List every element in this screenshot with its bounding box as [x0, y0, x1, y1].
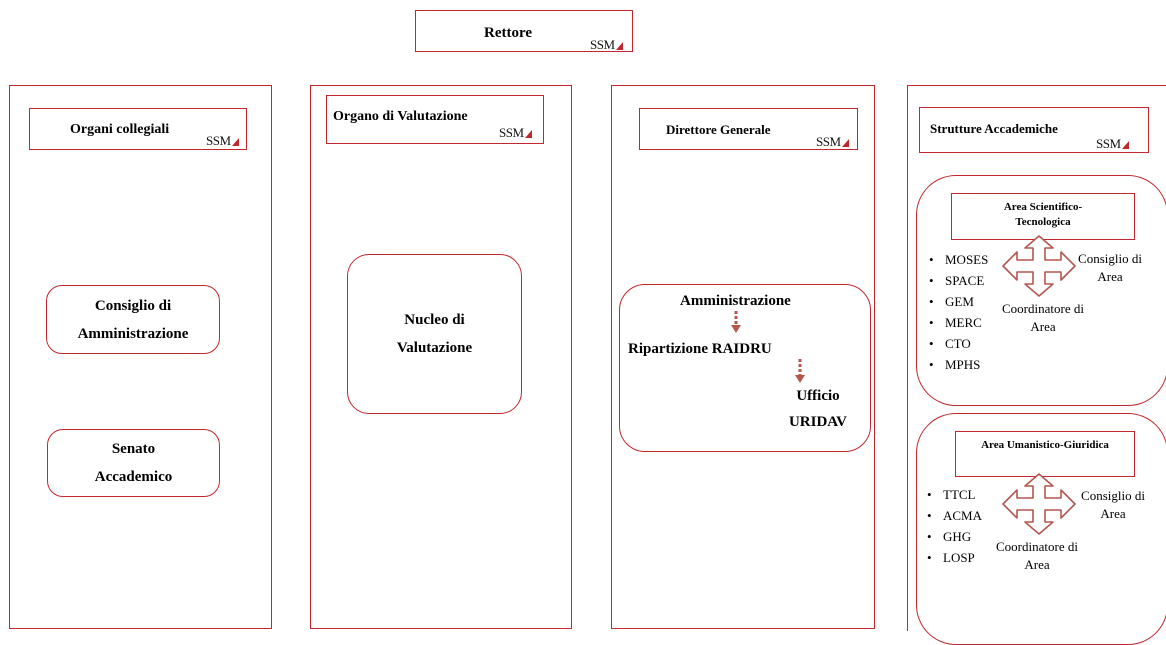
list-item: MPHS [925, 354, 988, 375]
logo-text: SSM [499, 125, 524, 140]
list-item: MOSES [925, 249, 988, 270]
dashed-arrow-down-icon [795, 359, 805, 383]
council-label: Consiglio di Area [1078, 251, 1142, 284]
column-header-title: Organo di Valutazione [333, 109, 468, 124]
consiglio-amministrazione-label: Consiglio di Amministrazione [77, 297, 189, 342]
department-list: MOSES SPACE GEM MERC CTO MPHS [925, 249, 988, 375]
column-header-box: Organi collegiali SSM [29, 108, 247, 150]
column-organi-collegiali: Organi collegiali SSM Consiglio di Ammin… [9, 85, 272, 629]
column-header-box: Direttore Generale SSM [639, 108, 858, 150]
coordinator-label: Coordinatore di Area [996, 539, 1078, 572]
column-strutture-accademiche: Strutture Accademiche SSM Area Scientifi… [907, 85, 1166, 645]
ssm-logo-icon: SSM [816, 134, 849, 150]
column-header-title: Organi collegiali [70, 122, 170, 137]
ssm-logo-icon: SSM [499, 125, 532, 141]
nucleo-valutazione-box: Nucleo di Valutazione [347, 254, 522, 414]
area-title: Area Umanistico-Giuridica [981, 439, 1109, 451]
area-title: Area Scientifico-Tecnologica [1003, 201, 1083, 228]
rector-box: Rettore SSM [415, 10, 633, 52]
list-item: ACMA [923, 505, 982, 526]
council-label: Consiglio di Area [1081, 488, 1145, 521]
column-header-box: Organo di Valutazione SSM [326, 95, 544, 144]
senato-accademico-label: Senato Accademico [94, 441, 173, 485]
area-umanistico-giuridica-box: Area Umanistico-Giuridica TTCL ACMA GHG … [916, 413, 1166, 645]
ssm-logo-icon: SSM [206, 133, 239, 149]
logo-text: SSM [590, 37, 615, 52]
logo-text: SSM [816, 134, 841, 149]
column-header-box: Strutture Accademiche SSM [919, 107, 1149, 153]
column-organo-valutazione: Organo di Valutazione SSM Nucleo di Valu… [310, 85, 572, 629]
area-scientifico-tecnologica-box: Area Scientifico-Tecnologica MOSES SPACE… [916, 175, 1166, 406]
senato-accademico-box: Senato Accademico [47, 429, 220, 497]
flow-ufficio: Ufficio URIDAV [788, 388, 848, 430]
column-header-title: Direttore Generale [666, 122, 771, 137]
coordinator-label: Coordinatore di Area [1002, 301, 1084, 334]
rector-title: Rettore [484, 25, 533, 41]
logo-text: SSM [206, 133, 231, 148]
list-item: GEM [925, 291, 988, 312]
list-item: MERC [925, 312, 988, 333]
column-header-title: Strutture Accademiche [930, 121, 1058, 136]
list-item: LOSP [923, 547, 982, 568]
administration-flow-box: Amministrazione Ripartizione RAIDRU Uffi… [619, 284, 871, 452]
nucleo-valutazione-label: Nucleo di Valutazione [396, 312, 473, 356]
ssm-logo-icon: SSM [590, 37, 623, 53]
department-list: TTCL ACMA GHG LOSP [923, 484, 982, 568]
consiglio-amministrazione-box: Consiglio di Amministrazione [46, 285, 220, 354]
area-title-box: Area Scientifico-Tecnologica [951, 193, 1135, 240]
four-way-arrow-icon [1002, 473, 1076, 535]
list-item: GHG [923, 526, 982, 547]
column-direttore-generale: Direttore Generale SSM Amministrazione R… [611, 85, 875, 629]
list-item: TTCL [923, 484, 982, 505]
dashed-arrow-down-icon [731, 311, 741, 333]
four-way-arrow-icon [1002, 235, 1076, 297]
ssm-logo-icon: SSM [1096, 136, 1129, 152]
list-item: CTO [925, 333, 988, 354]
flow-amministrazione: Amministrazione [680, 293, 791, 309]
area-title-box: Area Umanistico-Giuridica [955, 431, 1135, 477]
flow-ripartizione: Ripartizione RAIDRU [628, 341, 772, 357]
logo-text: SSM [1096, 136, 1121, 151]
list-item: SPACE [925, 270, 988, 291]
